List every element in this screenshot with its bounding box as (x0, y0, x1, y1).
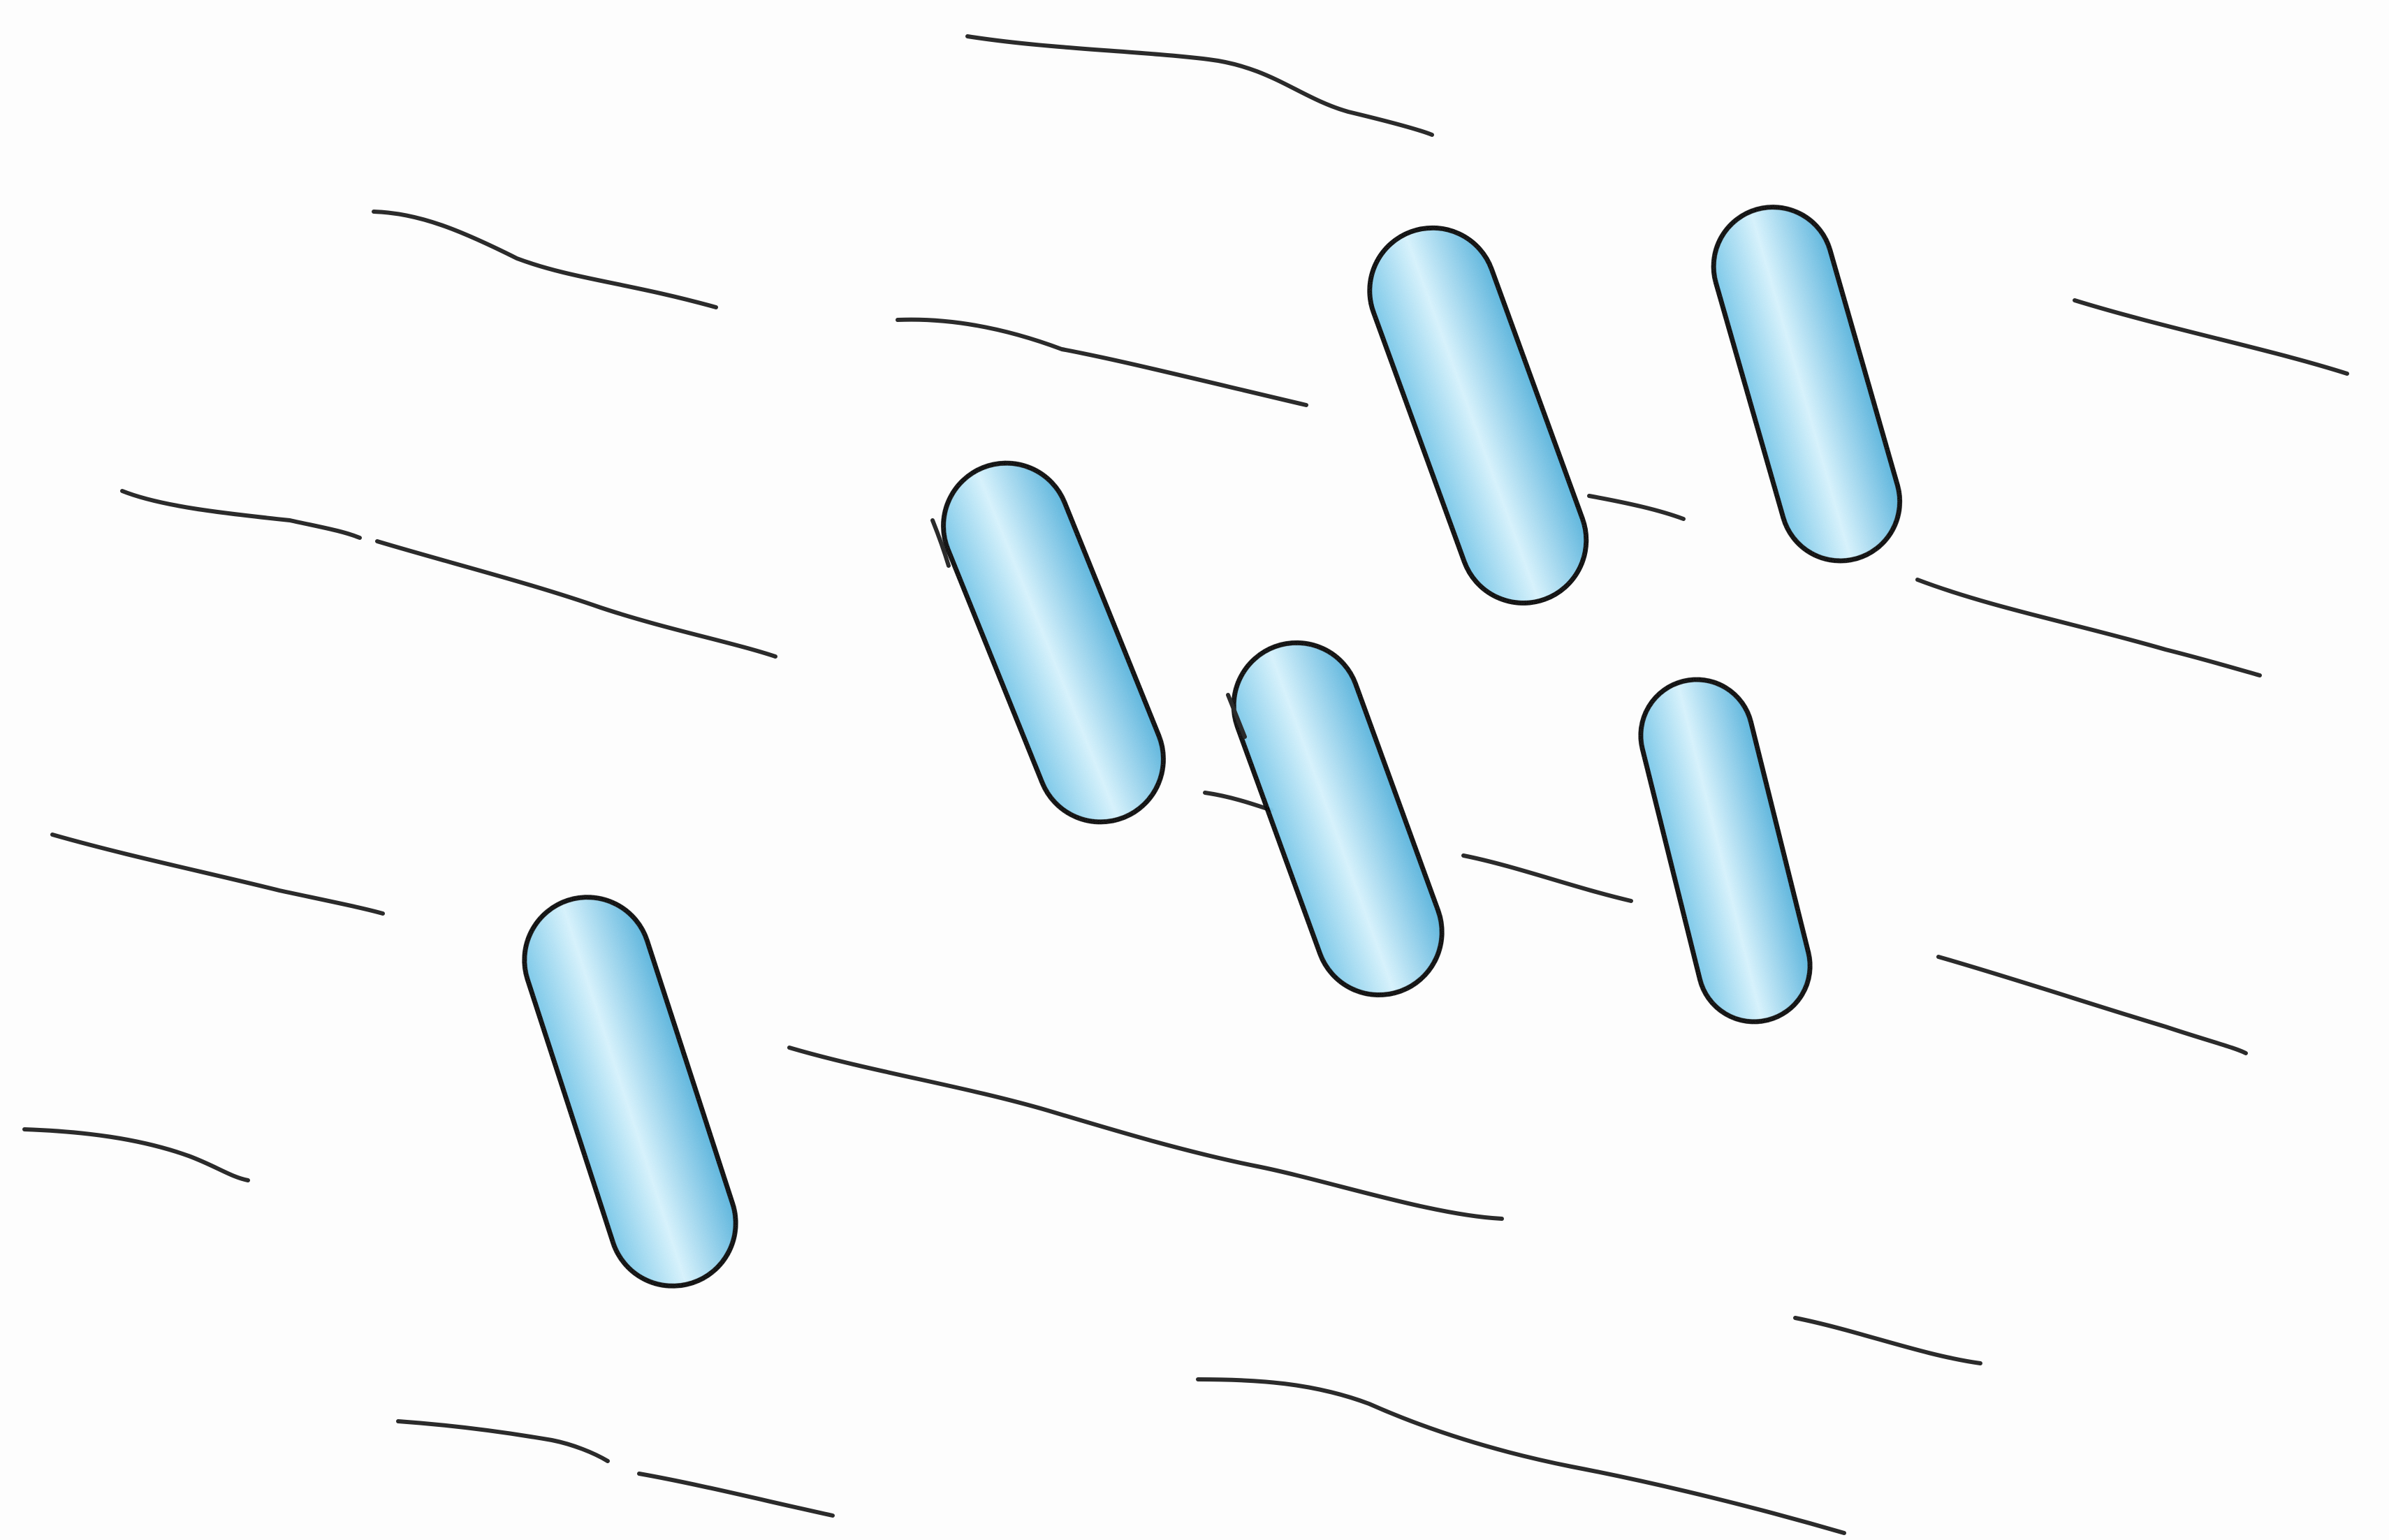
paper-background (0, 0, 2389, 1540)
drawing-canvas (0, 0, 2389, 1540)
